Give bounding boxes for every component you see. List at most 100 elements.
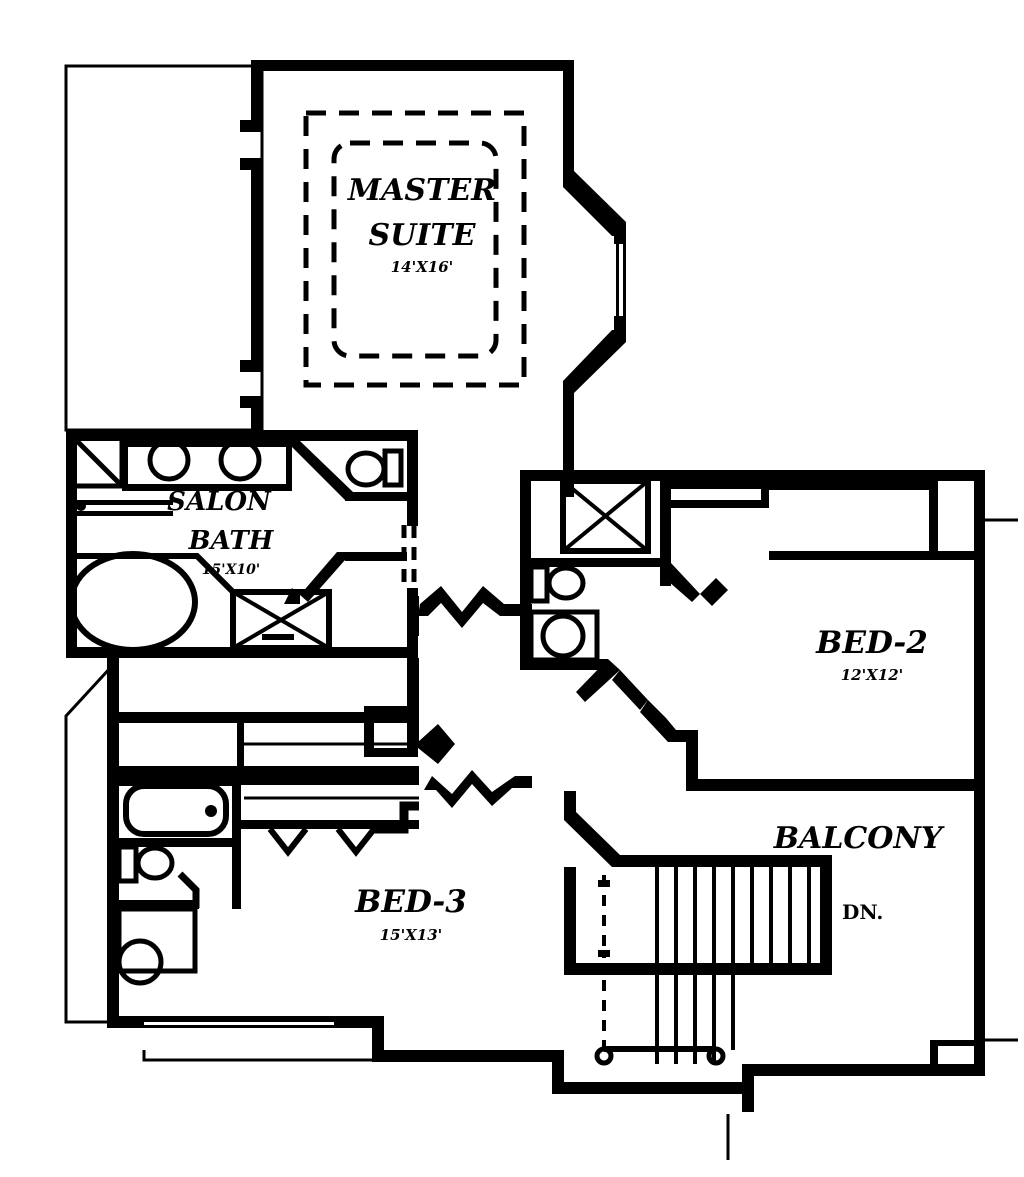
- wc-lower-shelf: [345, 552, 407, 561]
- bed3-walls: [107, 712, 742, 1094]
- bed2-shower-enclosure: [560, 478, 651, 554]
- label-salon-bath-line1: SALON: [167, 487, 272, 517]
- master-door-jamb-bot-b: [240, 396, 262, 408]
- bed2-vanity: [528, 609, 600, 663]
- hall-closet-bottom: [364, 748, 418, 757]
- balcony-stairs: [564, 791, 985, 1112]
- bed3-bottom-wall-b: [372, 1050, 564, 1062]
- salon-opening-dashed: [401, 525, 417, 588]
- tub-oval-basin: [68, 551, 198, 653]
- salon-vanity: [122, 438, 292, 491]
- bed3-tub: [123, 783, 229, 837]
- sink-basin-right: [218, 438, 262, 482]
- salon-top-wall: [66, 430, 418, 441]
- hall-zigzag-lower: [424, 770, 532, 808]
- salon-left-wall: [66, 430, 77, 658]
- master-top-wall: [262, 60, 574, 71]
- master-bay-angle-bottom: [563, 330, 626, 393]
- bed3-tub-right-wall: [232, 786, 241, 838]
- master-door-jamb-top-b: [240, 158, 262, 170]
- bed3-wc-right-wall: [232, 847, 241, 909]
- bed2-top-closet-divider: [929, 481, 938, 560]
- master-tray-ceiling: [303, 110, 527, 388]
- master-bay-right-a: [614, 222, 626, 244]
- room-labels: MASTER SUITE 14'X16' SALON BATH 15'X10' …: [167, 173, 945, 944]
- wc-bottom-wall: [345, 492, 407, 501]
- balcony-walls: [564, 791, 985, 1112]
- bed2-bath-bottom-wall: [520, 659, 608, 670]
- bed2-top-wall: [520, 470, 985, 481]
- bed3-bath-top: [119, 777, 241, 786]
- label-master-suite-dim: 14'X16': [391, 258, 454, 276]
- rail-tick-a: [598, 880, 610, 887]
- stair-left-wall: [564, 867, 576, 975]
- bed2-bottom-wall: [686, 779, 985, 791]
- tub-edge-left: [70, 560, 75, 598]
- bed2-bath-divider: [531, 558, 660, 567]
- master-left-lower: [251, 396, 262, 432]
- salon-bath-fixtures: [68, 438, 417, 653]
- shower-drain-bar: [262, 634, 294, 640]
- bed3-toilet-bowl: [135, 845, 175, 881]
- bed2-angle-a: [660, 563, 700, 602]
- bed3-closet-split-a: [237, 723, 244, 766]
- balcony-bottom-wall: [742, 1064, 985, 1076]
- hall-closet-left: [364, 706, 374, 756]
- salon-left-shelf: [76, 500, 173, 516]
- bed2-top-closet-back: [769, 481, 929, 490]
- master-left-upper: [251, 60, 262, 132]
- bed2-angle-e: [640, 700, 686, 742]
- stair-landing-wall: [564, 963, 832, 975]
- master-bay-window-inner: [616, 244, 619, 316]
- master-left-mid: [251, 170, 262, 360]
- tray-outer-dashed: [303, 110, 527, 388]
- shower-enclosure: [230, 589, 332, 651]
- rail-tick-b: [598, 950, 610, 957]
- sink-basin-left: [147, 438, 191, 482]
- closet-door-jog: [374, 801, 419, 834]
- shelf-pivot: [76, 501, 86, 511]
- wc-angle-wall-upper: [292, 441, 353, 500]
- hall-closet: [364, 706, 418, 757]
- bed2-bath-left-wall: [520, 470, 531, 670]
- bed3-closet-divider-a: [119, 766, 419, 777]
- bed3-bottom-wall-c: [552, 1082, 742, 1094]
- left-exterior-wall: [107, 658, 119, 1028]
- hall-left-wall-a: [407, 596, 419, 636]
- bed2-angle-d: [612, 670, 648, 710]
- tray-inner-dashed: [331, 140, 499, 359]
- left-shelf-top: [77, 500, 173, 505]
- rail-bar: [604, 1046, 714, 1052]
- balcony-upper-angle-wall: [564, 791, 830, 867]
- bed3-sink-basin: [116, 938, 164, 986]
- vanity-left: [122, 441, 128, 491]
- vanity-back: [122, 441, 292, 447]
- shower-x-mark: [231, 590, 331, 650]
- bed3-upper-wall: [119, 712, 419, 723]
- bed3-bath-divider: [119, 838, 241, 847]
- label-master-suite-line1: MASTER: [347, 173, 496, 208]
- vanity-front: [122, 484, 292, 491]
- master-bay-angle-top: [563, 171, 626, 236]
- hall-zigzag-left: [418, 724, 455, 764]
- label-stair-direction: DN.: [842, 900, 883, 924]
- label-bed3: BED-3: [354, 884, 467, 920]
- salon-right-upper: [407, 430, 418, 526]
- bed2-top-closet-front: [769, 551, 984, 560]
- rail-post-left: [594, 1046, 614, 1066]
- balcony-rail-lower: [594, 1046, 726, 1066]
- bed2-bottom-left-jog: [686, 730, 698, 791]
- balcony-bottom-left: [742, 1064, 754, 1112]
- bed2-shower-x-mark: [561, 479, 650, 553]
- bed3-window-gap: [144, 1020, 334, 1025]
- master-suite-walls: [240, 60, 626, 497]
- label-bed3-dim: 15'X13': [380, 926, 443, 944]
- bed2-closet-front: [671, 500, 769, 508]
- bed3-window-line: [144, 1019, 334, 1022]
- hall-left-wall-b: [407, 658, 419, 748]
- bed2-closet-back: [671, 481, 769, 489]
- salon-bottom-wall: [66, 647, 418, 658]
- label-bed2: BED-2: [815, 625, 928, 661]
- bed3-bath-fixtures: [116, 742, 419, 986]
- bed2-sink-basin: [540, 613, 586, 659]
